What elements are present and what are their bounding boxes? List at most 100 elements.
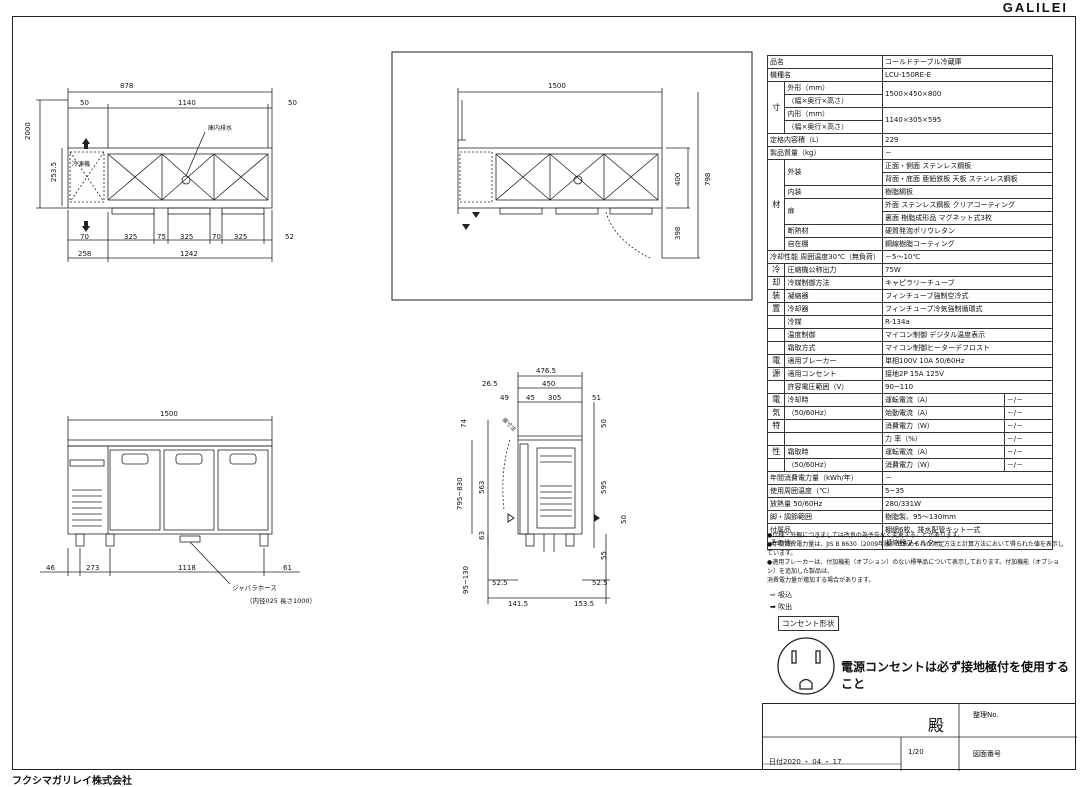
table-row: 許容電圧範囲（V）90~110 bbox=[766, 380, 1053, 394]
door-label: 扉寸法 bbox=[501, 416, 519, 434]
box-view-outline bbox=[457, 147, 663, 209]
dim-258: 258 bbox=[78, 250, 91, 258]
dim-50-top: 50 bbox=[600, 419, 608, 428]
exhaust-label: 吹出 bbox=[778, 603, 793, 611]
note-line: ●適用ブレーカーは、付加機能（オプション）のない標準品について表示しております。… bbox=[767, 559, 1060, 575]
dim-273: 273 bbox=[86, 564, 99, 572]
dim-75: 75 bbox=[157, 233, 166, 241]
dim-305: 305 bbox=[548, 394, 561, 402]
dim-63: 63 bbox=[478, 531, 486, 540]
table-row: 自在棚鋼線樹脂コーティング bbox=[768, 237, 1053, 251]
outlet-shape-label: コンセント形状 bbox=[778, 616, 839, 631]
exhaust-arrow-icon: ➡ bbox=[770, 603, 776, 611]
box-view bbox=[391, 51, 753, 301]
table-row: 内形（mm）1140×305×595 bbox=[768, 107, 1053, 134]
intake-label: 吸込 bbox=[778, 591, 793, 599]
front-view-top bbox=[67, 439, 273, 447]
box-view-dims: 1500 400 398 798 bbox=[548, 82, 712, 240]
note-line: ●仕様・外観につきましては改良の為予告なく変更することがあります。 bbox=[767, 532, 964, 539]
table-row: 源適用コンセント接地2P 15A 125V bbox=[766, 367, 1053, 381]
dim-70b: 70 bbox=[212, 233, 221, 241]
table-row: 霜取方式マイコン制御ヒーターデフロスト bbox=[766, 341, 1053, 355]
table-row: 年間消費電力量（kWh/年）－ bbox=[767, 471, 1053, 485]
table-row: 気（50/60Hz）始動電流（A）－/－ bbox=[766, 406, 1054, 420]
exhaust-arrow-icon bbox=[462, 224, 470, 230]
dim-50-right: 50 bbox=[288, 99, 297, 107]
intake-arrow-icon bbox=[472, 212, 480, 218]
dim-476: 476.5 bbox=[536, 367, 556, 375]
dim-563: 563 bbox=[478, 481, 486, 494]
table-row: 力 率（%）－/－ bbox=[766, 432, 1054, 446]
dim-595: 595 bbox=[600, 481, 608, 494]
box-view-arrows bbox=[462, 212, 480, 230]
exhaust-arrow-icon bbox=[594, 514, 600, 522]
table-row: （50/60Hz）消費電力（W）－/－ bbox=[766, 458, 1054, 472]
side-view bbox=[471, 372, 610, 604]
dim-795: 795~830 bbox=[456, 477, 464, 510]
dim-70: 70 bbox=[80, 233, 89, 241]
dim-55: 55 bbox=[600, 551, 608, 560]
notes: ●仕様・外観につきましては改良の為予告なく変更することがあります。 ●年間消費電… bbox=[767, 531, 1067, 585]
dim-51: 51 bbox=[592, 394, 601, 402]
table-row: 冷却性能 周囲温度30℃（無負荷）－5～10℃ bbox=[767, 250, 1053, 264]
dim-141: 141.5 bbox=[508, 600, 528, 608]
dim-50-mid: 50 bbox=[620, 515, 628, 524]
dim-49: 49 bbox=[500, 394, 509, 402]
table-row: 電適用ブレーカー単相100V 10A 50/60Hz bbox=[766, 354, 1053, 368]
dim-1242: 1242 bbox=[180, 250, 198, 258]
outlet-icon bbox=[777, 637, 835, 695]
table-row: 扉外面 ステンレス鋼板 クリアコーティング bbox=[768, 198, 1053, 225]
box-view-frame bbox=[391, 51, 753, 301]
front-view-body bbox=[67, 445, 273, 535]
dim-45: 45 bbox=[526, 394, 535, 402]
zumen-label: 図面番号 bbox=[973, 750, 1001, 758]
front-view bbox=[40, 416, 300, 585]
page-label: 1/20 bbox=[908, 748, 924, 756]
table-row: 断熱材硬質発泡ポリウレタン bbox=[768, 224, 1053, 238]
table-row: 却冷媒制御方法キャピラリーチューブ bbox=[766, 276, 1053, 290]
table-row: 内装樹脂鋼板 bbox=[768, 185, 1053, 199]
table-row: 製品質量（kg）－ bbox=[767, 146, 1053, 160]
dim-153: 153.5 bbox=[574, 600, 594, 608]
company-name: フクシマガリレイ株式会社 bbox=[12, 776, 132, 787]
hose-spec: （内径025 長さ1000） bbox=[246, 596, 316, 605]
side-view-dims: 476.5 26.5 450 49 45 305 51 74 795~830 5… bbox=[456, 367, 628, 608]
intake-arrow-icon bbox=[507, 513, 515, 523]
table-row: 性霜取時運転電流（A）－/－ bbox=[766, 445, 1054, 459]
date-label: 日付2020 ・ 04 ・ 17 bbox=[769, 758, 842, 766]
dim-1118: 1118 bbox=[178, 564, 196, 572]
note-line: 消費電力量が増加する場合があります。 bbox=[767, 577, 875, 584]
title-block-lines bbox=[763, 704, 1077, 771]
dim-400: 400 bbox=[674, 173, 682, 186]
dim-1500-box: 1500 bbox=[548, 82, 566, 90]
table-row: その他凝縮器フィルター bbox=[767, 536, 1053, 550]
dono-label: 殿 bbox=[928, 716, 945, 735]
seiri-label: 整理No. bbox=[973, 711, 999, 719]
dim-398: 398 bbox=[674, 227, 682, 240]
top-view-outline bbox=[67, 147, 273, 209]
outlet-note: 電源コンセントは必ず接地極付を使用すること bbox=[841, 660, 1070, 691]
drain-label: 庫内排水 bbox=[208, 124, 232, 132]
dim-52: 52 bbox=[285, 233, 294, 241]
table-row: 材外装正面・側面 ステンレス鋼板 bbox=[766, 159, 1053, 251]
table-row: 温度制御マイコン制御 デジタル温度表示 bbox=[766, 328, 1053, 342]
outlet-drawing bbox=[777, 637, 835, 695]
dim-61: 61 bbox=[283, 564, 292, 572]
dim-450: 450 bbox=[542, 380, 555, 388]
note-line: ●年間消費電力量は、JIS B 8630（2009年版）で決められた測定方法と計… bbox=[767, 541, 1064, 557]
dim-878: 878 bbox=[120, 82, 133, 90]
intake-arrow-icon: ⇨ bbox=[770, 591, 776, 599]
table-row: 置冷却器フィンチューブ冷気強制循環式 bbox=[766, 302, 1053, 316]
table-row: 品名コールドテーブル冷蔵庫 bbox=[767, 55, 1053, 69]
exhaust-arrow-icon bbox=[82, 138, 90, 144]
dim-50-left: 50 bbox=[80, 99, 89, 107]
dim-1500-front: 1500 bbox=[160, 410, 178, 418]
dim-798: 798 bbox=[704, 173, 712, 186]
dim-325b: 325 bbox=[180, 233, 193, 241]
airflow-legend: ⇨ 吸込 ➡ 吹出 bbox=[770, 589, 792, 613]
